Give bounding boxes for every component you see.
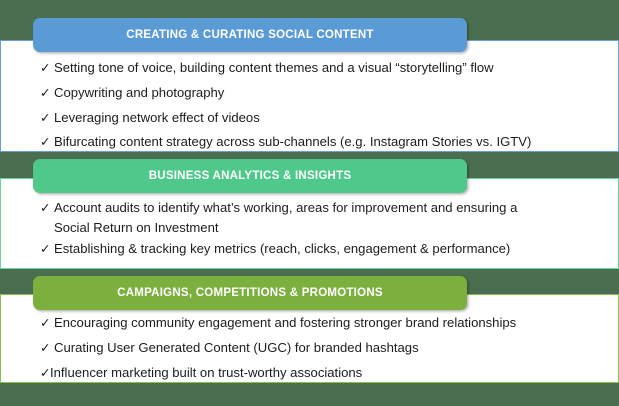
list-item: ✓ Copywriting and photography xyxy=(40,83,605,103)
check-icon: ✓ xyxy=(40,242,51,257)
list-item-text: Bifurcating content strategy across sub-… xyxy=(54,134,532,150)
list-item-text: Curating User Generated Content (UGC) fo… xyxy=(54,340,419,356)
list-item: ✓ Bifurcating content strategy across su… xyxy=(40,132,605,152)
bullet-list-creating-curating-social-content: ✓ Setting tone of voice, building conten… xyxy=(0,58,619,157)
list-item-text: Account audits to identify what’s workin… xyxy=(54,200,518,236)
list-item-text: Establishing & tracking key metrics (rea… xyxy=(54,241,511,257)
check-icon: ✓ xyxy=(40,61,51,75)
list-item: ✓ Establishing & tracking key metrics (r… xyxy=(40,239,605,259)
check-icon: ✓ xyxy=(40,110,51,125)
section-header-campaigns-competitions-promotions: CAMPAIGNS, COMPETITIONS & PROMOTIONS xyxy=(33,276,467,310)
list-item: ✓ Curating User Generated Content (UGC) … xyxy=(40,338,605,358)
list-item: ✓ Influencer marketing built on trust-wo… xyxy=(40,363,605,383)
list-item: ✓ Account audits to identify what’s work… xyxy=(40,198,605,238)
section-panel-business-analytics-insights xyxy=(0,178,619,269)
check-icon: ✓ xyxy=(40,341,51,356)
check-icon: ✓ xyxy=(40,366,51,381)
section-header-business-analytics-insights: BUSINESS ANALYTICS & INSIGHTS xyxy=(33,159,467,193)
check-icon: ✓ xyxy=(40,135,51,150)
bullet-list-business-analytics-insights: ✓ Account audits to identify what’s work… xyxy=(0,198,619,261)
check-icon: ✓ xyxy=(40,201,51,215)
list-item-text: Copywriting and photography xyxy=(54,84,225,100)
section-panel-creating-curating-social-content xyxy=(0,40,619,152)
check-icon: ✓ xyxy=(40,316,51,330)
list-item-text: Setting tone of voice, building content … xyxy=(54,60,494,75)
section-header-creating-curating-social-content: CREATING & CURATING SOCIAL CONTENT xyxy=(33,18,467,52)
list-item: ✓ Encouraging community engagement and f… xyxy=(40,313,605,333)
list-item-text: Leveraging network effect of videos xyxy=(54,109,260,125)
list-item: ✓ Leveraging network effect of videos xyxy=(40,108,605,128)
bullet-list-campaigns-competitions-promotions: ✓ Encouraging community engagement and f… xyxy=(0,313,619,389)
list-item-text: Encouraging community engagement and fos… xyxy=(54,315,517,330)
list-item-text: Influencer marketing built on trust-wort… xyxy=(50,365,363,381)
list-item: ✓ Setting tone of voice, building conten… xyxy=(40,58,605,78)
check-icon: ✓ xyxy=(40,85,51,100)
